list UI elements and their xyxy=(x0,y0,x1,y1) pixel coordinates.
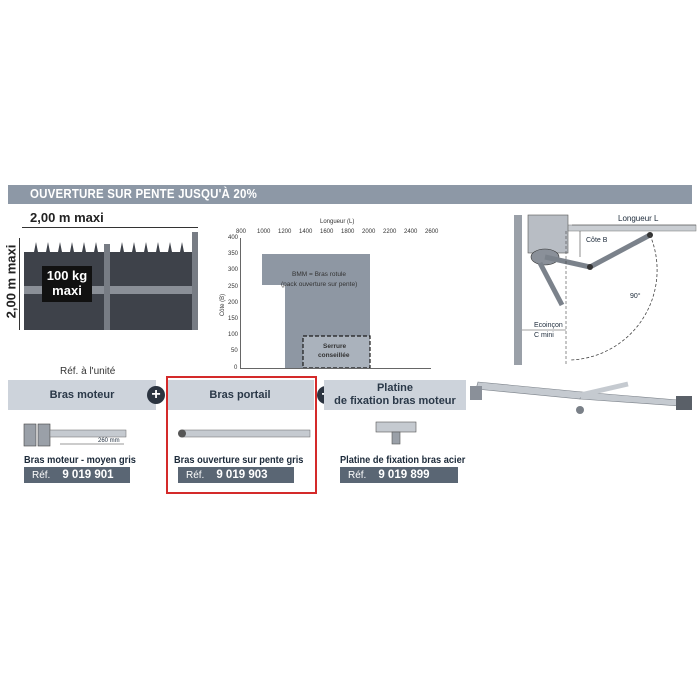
side-label: Côte B xyxy=(586,237,608,244)
width-dimension-line xyxy=(22,227,198,228)
y-tick-label: 250 xyxy=(228,283,239,290)
length-label: Longueur L xyxy=(618,214,659,223)
header-bras-moteur: Bras moteur xyxy=(8,380,156,410)
header-bras-portail: Bras portail xyxy=(166,380,314,410)
header-platine-line1: Platine xyxy=(376,382,414,394)
y-tick-label: 400 xyxy=(228,235,239,241)
bras-moteur-image xyxy=(23,423,127,447)
zone-lock-line1: Serrure xyxy=(323,343,347,350)
bras-portail-image xyxy=(178,429,311,438)
gate-illustration xyxy=(24,232,198,330)
platine-image xyxy=(375,421,417,445)
ref-number: 9 019 901 xyxy=(62,469,114,481)
x-tick-label: 2200 xyxy=(383,229,397,235)
installation-drawing xyxy=(514,214,697,365)
x-tick-label: 1000 xyxy=(257,229,271,235)
chart-y-axis-title: Côte (B) xyxy=(220,293,227,317)
zone-main-line2: (pack ouverture sur pente) xyxy=(281,281,358,288)
ref-label: Réf. xyxy=(186,470,205,481)
weight-badge: 100 kg maxi xyxy=(42,266,92,302)
dimension-chart: Longueur (L) Côte (B) BMM = Bras rotule … xyxy=(220,218,440,371)
banner-title: OUVERTURE SUR PENTE JUSQU'À 20% xyxy=(30,187,257,201)
bras-portail-ref: Réf. 9 019 903 xyxy=(178,467,294,483)
zone-lock-shape xyxy=(302,335,371,368)
header-platine-line2: de fixation bras moteur xyxy=(334,395,456,407)
plus-icon: + xyxy=(147,386,165,404)
x-tick-label: 1200 xyxy=(278,229,292,235)
x-tick-label: 1600 xyxy=(320,229,334,235)
ref-label: Réf. xyxy=(32,470,51,481)
selected-product-highlight xyxy=(166,376,317,494)
y-tick-label: 300 xyxy=(228,267,239,274)
platine-name: Platine de fixation bras acier xyxy=(340,454,466,466)
zone-lock-line2: conseillée xyxy=(318,352,350,359)
y-tick-label: 50 xyxy=(231,348,238,355)
chart-x-axis-title: Longueur (L) xyxy=(320,219,355,225)
section-banner: OUVERTURE SUR PENTE JUSQU'À 20% xyxy=(8,185,692,204)
weight-line2: maxi xyxy=(52,283,82,298)
arm-assembly-image xyxy=(470,381,692,414)
y-tick-label: 350 xyxy=(228,251,239,258)
x-tick-label: 2400 xyxy=(404,229,418,235)
gate-width-label: 2,00 m maxi xyxy=(30,210,104,225)
unit-ref-label: Réf. à l'unité xyxy=(60,366,116,377)
weight-line1: 100 kg xyxy=(46,268,88,283)
bras-moteur-ref: Réf. 9 019 901 xyxy=(24,467,130,483)
platine-ref: Réf. 9 019 899 xyxy=(340,467,458,483)
bras-moteur-dimension: 260 mm xyxy=(98,438,120,444)
chart-plot-border xyxy=(240,238,431,369)
corner-line1: Ecoinçon xyxy=(534,322,563,329)
y-tick-label: 100 xyxy=(228,332,239,339)
ref-label: Réf. xyxy=(348,470,367,481)
angle-label: 90° xyxy=(630,293,641,300)
ref-number: 9 019 903 xyxy=(216,469,268,481)
x-tick-label: 1400 xyxy=(299,229,313,235)
gate-diagram: 2,00 m maxi 2,00 m maxi 100 kg maxi xyxy=(3,210,198,330)
header-bras-moteur-label: Bras moteur xyxy=(49,389,115,401)
header-bras-portail-label: Bras portail xyxy=(209,389,271,401)
corner-line2: C mini xyxy=(534,332,554,339)
bras-portail-name: Bras ouverture sur pente gris xyxy=(174,454,304,466)
installation-diagram: Longueur L Côte B 90° Ecoinçon C mini xyxy=(500,205,700,365)
height-dimension-line xyxy=(19,238,20,330)
gate-height-label: 2,00 m maxi xyxy=(3,244,19,319)
y-tick-label: 150 xyxy=(228,316,239,322)
bras-moteur-name: Bras moteur - moyen gris xyxy=(24,454,136,466)
x-tick-label: 1800 xyxy=(341,229,355,235)
y-tick-label: 0 xyxy=(234,364,238,371)
header-platine: Platine de fixation bras moteur xyxy=(324,380,466,410)
chart-zones xyxy=(262,254,371,368)
x-tick-label: 800 xyxy=(236,229,247,235)
x-tick-label: 2600 xyxy=(425,229,439,235)
ref-number: 9 019 899 xyxy=(378,469,430,481)
x-tick-label: 2000 xyxy=(362,229,376,235)
zone-main-line1: BMM = Bras rotule xyxy=(292,271,347,278)
y-tick-label: 200 xyxy=(228,299,239,306)
